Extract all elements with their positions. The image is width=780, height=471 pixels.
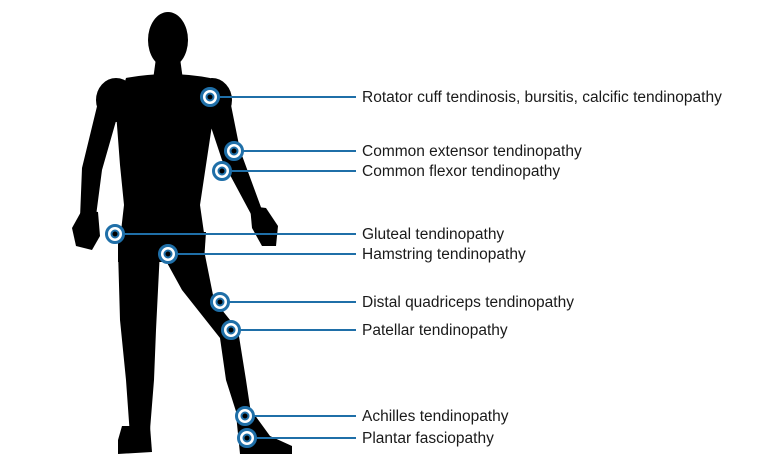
annotation-label-common-extensor: Common extensor tendinopathy	[362, 143, 582, 160]
annotation-label-hamstring: Hamstring tendinopathy	[362, 246, 526, 263]
annotation-label-common-flexor: Common flexor tendinopathy	[362, 163, 561, 180]
silhouette-left-upper-arm	[80, 94, 122, 218]
marker-dot-plantar	[242, 433, 252, 443]
callout-layer	[105, 87, 356, 448]
annotation-label-patellar: Patellar tendinopathy	[362, 322, 508, 339]
silhouette-right-hand	[250, 206, 278, 246]
annotation-label-achilles: Achilles tendinopathy	[362, 408, 509, 425]
marker-dot-common-flexor	[217, 166, 227, 176]
silhouette-torso	[116, 74, 214, 240]
silhouette-left-leg	[118, 250, 160, 436]
silhouette-left-hand	[72, 210, 100, 250]
silhouette-left-foot	[118, 426, 152, 454]
silhouette-right-leg	[160, 250, 252, 424]
marker-dot-rotator-cuff	[205, 92, 215, 102]
annotation-label-plantar: Plantar fasciopathy	[362, 430, 494, 447]
marker-dot-hamstring	[163, 249, 173, 259]
annotation-label-distal-quadriceps: Distal quadriceps tendinopathy	[362, 294, 574, 311]
annotation-label-gluteal: Gluteal tendinopathy	[362, 226, 505, 243]
marker-dot-achilles	[240, 411, 250, 421]
marker-dot-gluteal	[110, 229, 120, 239]
silhouette-head	[148, 12, 188, 68]
marker-dot-common-extensor	[229, 146, 239, 156]
marker-dot-patellar	[226, 325, 236, 335]
marker-dot-distal-quadriceps	[215, 297, 225, 307]
annotation-label-rotator-cuff: Rotator cuff tendinosis, bursitis, calci…	[362, 89, 722, 106]
